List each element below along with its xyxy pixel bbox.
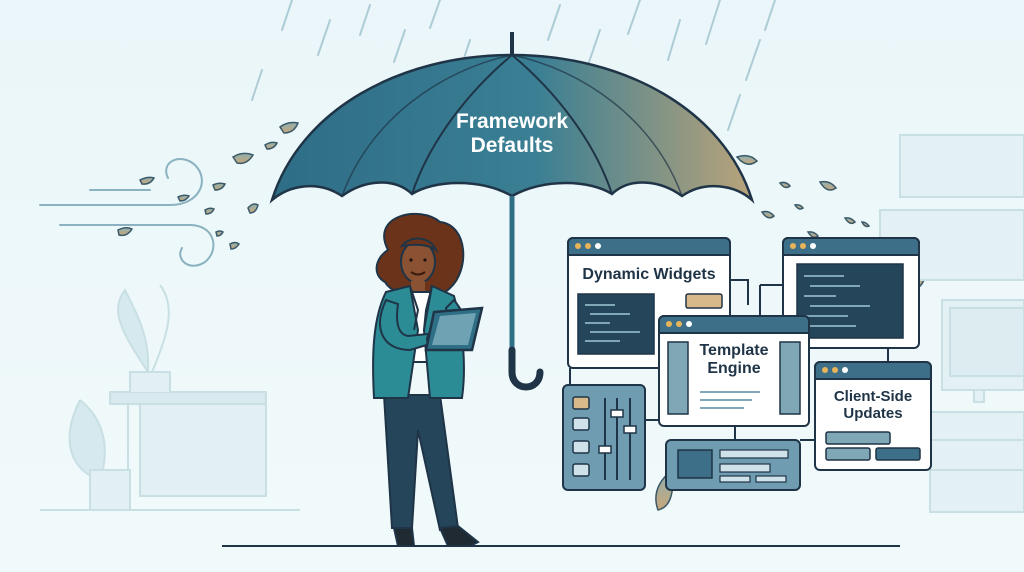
umbrella [269,32,755,391]
rain-drops-left [117,121,300,250]
panel-title-template-engine: Template Engine [688,342,780,379]
panel-control-sliders [562,384,646,491]
person-with-tablet [372,213,484,547]
template-engine-line1: Template [699,342,769,359]
umbrella-label-line2: Defaults [470,134,554,158]
panel-title-client-side-updates: Client-Side Updates [815,388,931,423]
client-side-line2: Updates [843,405,903,423]
panel-dashboard [665,439,801,491]
panel-template-engine [658,315,810,427]
panel-client-side-updates [814,361,932,471]
panel-connectors [569,279,889,441]
panel-code-editor [782,237,920,349]
template-engine-line2: Engine [707,360,761,378]
wind-lines [39,158,215,267]
background-monitors [879,134,1024,513]
panel-title-dynamic-widgets: Dynamic Widgets [582,266,716,283]
client-side-line1: Client-Side [833,388,913,405]
umbrella-label-line1: Framework [455,110,569,133]
rain-streaks [251,0,776,131]
umbrella-label: Framework Defaults [412,110,612,158]
background-desk [40,284,300,511]
